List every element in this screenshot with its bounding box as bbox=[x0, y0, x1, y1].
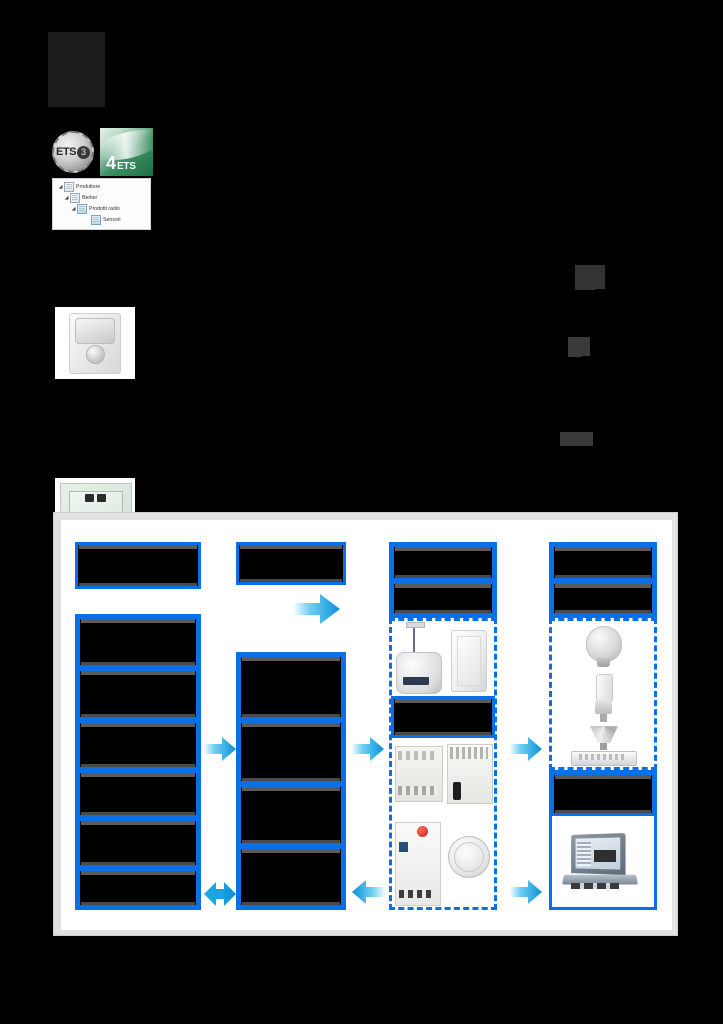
col3-image-din-module-and-ceiling-sensor bbox=[393, 820, 493, 906]
din-module-red-button bbox=[417, 826, 428, 837]
col3-header-box[interactable] bbox=[391, 544, 495, 581]
ets4-label: 4ETS bbox=[106, 153, 136, 174]
tree-item-label: Produttore bbox=[76, 183, 101, 190]
din-actuator-2-terminals bbox=[450, 747, 488, 759]
din-module-logo bbox=[399, 842, 408, 852]
transformer-label bbox=[579, 754, 625, 760]
col4-cell-text[interactable] bbox=[551, 772, 655, 816]
tree-item-berker[interactable]: ◢ Berker bbox=[55, 192, 150, 203]
col4-image-lamps-and-ballast bbox=[553, 622, 653, 766]
insert-terminal-left bbox=[85, 494, 94, 502]
product-catalog-tree[interactable]: ◢ Produttore ◢ Berker ◢ Prodotti radio S… bbox=[52, 178, 151, 230]
col4-lower-group-outline bbox=[549, 770, 657, 910]
col2-cell-3[interactable] bbox=[238, 784, 344, 846]
col1-cell-4[interactable] bbox=[77, 770, 199, 818]
col2-cell-1[interactable] bbox=[238, 654, 344, 720]
antenna-tip-icon bbox=[406, 622, 425, 628]
arrow-col3-to-col4-bottom bbox=[509, 878, 543, 906]
col2-group-outline bbox=[236, 652, 346, 910]
col3-subheader-box[interactable] bbox=[391, 581, 495, 616]
col1-header-box[interactable] bbox=[75, 542, 201, 589]
incandescent-bulb-icon bbox=[586, 626, 622, 662]
sensor-window bbox=[75, 318, 115, 344]
col3-image-rf-actuator-and-wall-device bbox=[393, 622, 493, 694]
cfl-ballast-body bbox=[595, 700, 612, 714]
redaction-block-2b bbox=[568, 346, 582, 357]
arrow-col1-col2-bidirectional bbox=[203, 880, 237, 908]
expander-icon[interactable]: ◢ bbox=[71, 205, 76, 212]
photo-motion-sensor bbox=[55, 307, 135, 379]
incandescent-bulb-base bbox=[597, 658, 610, 667]
knx-system-flow-diagram bbox=[53, 512, 678, 936]
actuator-terminal-strip bbox=[403, 677, 429, 685]
col1-cell-2[interactable] bbox=[77, 668, 199, 720]
col1-cell-3[interactable] bbox=[77, 720, 199, 770]
col4-subheader-box[interactable] bbox=[551, 581, 655, 616]
tree-item-prodotti-radio[interactable]: ◢ Prodotti radio bbox=[55, 203, 150, 214]
col4-image-laptop-ets-software bbox=[553, 820, 653, 906]
din-actuator-1-outputs bbox=[398, 786, 438, 795]
ets4-suffix: ETS bbox=[117, 161, 136, 172]
cfl-tube-icon bbox=[596, 674, 613, 702]
page-subtitle-redaction bbox=[48, 64, 60, 107]
col3-group-outline-dashed bbox=[389, 618, 497, 910]
ets-software-tree-panel bbox=[577, 842, 591, 866]
sensor-lens bbox=[86, 345, 105, 364]
catalog-icon bbox=[64, 181, 74, 192]
col4-header-group bbox=[549, 542, 657, 618]
col1-cell-6[interactable] bbox=[77, 868, 199, 908]
arrow-col3-to-col2-back bbox=[351, 878, 387, 906]
col1-cell-1[interactable] bbox=[77, 616, 199, 668]
col2-header-box[interactable] bbox=[236, 542, 346, 585]
col3-cell-text[interactable] bbox=[391, 696, 495, 738]
round-rf-actuator bbox=[396, 652, 442, 694]
diagram-canvas bbox=[61, 520, 672, 930]
catalog-icon bbox=[70, 192, 80, 203]
col2-cell-2[interactable] bbox=[238, 720, 344, 784]
cfl-base bbox=[600, 714, 607, 722]
ets3-label: ETS bbox=[56, 146, 76, 158]
redaction-block-1b bbox=[575, 274, 596, 290]
expander-icon[interactable]: ◢ bbox=[64, 194, 69, 201]
tree-item-label: Berker bbox=[82, 194, 98, 201]
ets4-badge: 4ETS bbox=[100, 128, 153, 176]
arrow-top-right bbox=[293, 592, 341, 626]
col4-header-box[interactable] bbox=[551, 544, 655, 581]
ets3-version: 3 bbox=[76, 145, 90, 159]
col4-lamps-group-dashed bbox=[549, 618, 657, 770]
halogen-base bbox=[600, 743, 607, 750]
col3-image-din-rail-actuators bbox=[393, 742, 493, 804]
antenna-rod-icon bbox=[413, 624, 415, 654]
sensor-icon bbox=[91, 214, 101, 225]
tree-item-produttore[interactable]: ◢ Produttore bbox=[55, 181, 150, 192]
expander-icon[interactable]: ◢ bbox=[58, 183, 63, 190]
din-actuator-2-connector bbox=[453, 782, 461, 800]
col2-cell-4[interactable] bbox=[238, 846, 344, 908]
insert-terminal-right bbox=[97, 494, 106, 502]
arrow-col1-to-col2 bbox=[203, 735, 237, 763]
tree-item-label: Sensori bbox=[103, 216, 121, 223]
col1-group-outline bbox=[75, 614, 201, 910]
din-module-terminals bbox=[399, 890, 433, 898]
ets-software-detail-panel bbox=[594, 850, 616, 862]
ceiling-sensor-inner bbox=[454, 842, 484, 872]
redaction-block-3 bbox=[560, 432, 593, 446]
arrow-col2-to-col3 bbox=[351, 735, 385, 763]
halogen-reflector-icon bbox=[590, 726, 618, 743]
din-actuator-1-terminals bbox=[398, 751, 438, 760]
laptop-front-ports bbox=[571, 883, 619, 889]
col1-cell-5[interactable] bbox=[77, 818, 199, 868]
ets4-number: 4 bbox=[106, 153, 117, 173]
col3-header-group bbox=[389, 542, 497, 618]
wall-device-cover bbox=[457, 636, 481, 686]
radio-products-icon bbox=[77, 203, 87, 214]
tree-item-label: Prodotti radio bbox=[89, 205, 120, 212]
arrow-col3-to-col4 bbox=[509, 735, 543, 763]
tree-item-sensori[interactable]: Sensori bbox=[55, 214, 150, 225]
